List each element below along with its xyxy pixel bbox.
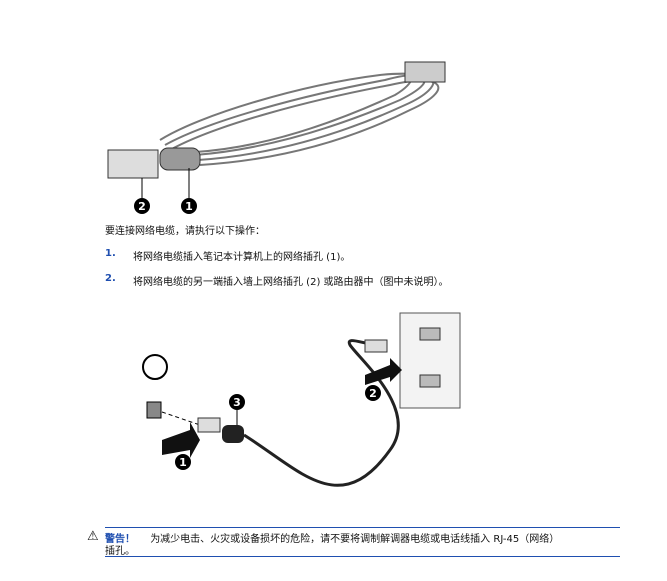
callout-1: 1 xyxy=(179,456,187,469)
connection-figure xyxy=(142,312,461,487)
step-number: 1. xyxy=(105,248,116,259)
step-2: 2. 将网络电缆的另一端插入墙上网络插孔 (2) 或路由器中（图中未说明）。 xyxy=(105,273,449,288)
svg-text:2: 2 xyxy=(138,200,146,213)
callout-2: 2 xyxy=(369,387,377,400)
warning: 警告！ 为减少电击、火灾或设备损坏的危险，请不要将调制解调器电缆或电话线插入 R… xyxy=(105,530,559,545)
laptop-jack xyxy=(146,401,162,419)
warning-icon: ⚠ xyxy=(87,529,99,544)
warning-bottom-rule xyxy=(105,556,620,557)
callout-1 xyxy=(181,198,197,214)
network-cable-illustrations: 2 1 1 2 3 xyxy=(107,61,461,487)
step-number: 2. xyxy=(105,273,116,284)
svg-text:1: 1 xyxy=(185,200,193,213)
warning-top-rule xyxy=(105,527,620,528)
wall-plate xyxy=(399,312,461,409)
callout-3: 3 xyxy=(233,396,241,409)
warning-label: 警告！ xyxy=(105,534,135,545)
callout-2 xyxy=(134,198,150,214)
intro-text: 要连接网络电缆，请执行以下操作： xyxy=(105,226,265,237)
step-text: 将网络电缆的另一端插入墙上网络插孔 (2) 或路由器中（图中未说明）。 xyxy=(133,277,449,288)
rj45-plug-left xyxy=(107,149,159,179)
network-cable-figure xyxy=(159,71,440,166)
network-icon xyxy=(142,354,168,380)
step-1: 1. 将网络电缆插入笔记本计算机上的网络插孔 (1)。 xyxy=(105,248,350,263)
rj45-plug-right xyxy=(404,61,446,83)
warning-text-cont: 插孔。 xyxy=(105,546,135,557)
ferrite-core xyxy=(159,147,201,171)
step-text: 将网络电缆插入笔记本计算机上的网络插孔 (1)。 xyxy=(133,252,351,263)
warning-text: 为减少电击、火灾或设备损坏的危险，请不要将调制解调器电缆或电话线插入 RJ-45… xyxy=(150,534,560,545)
